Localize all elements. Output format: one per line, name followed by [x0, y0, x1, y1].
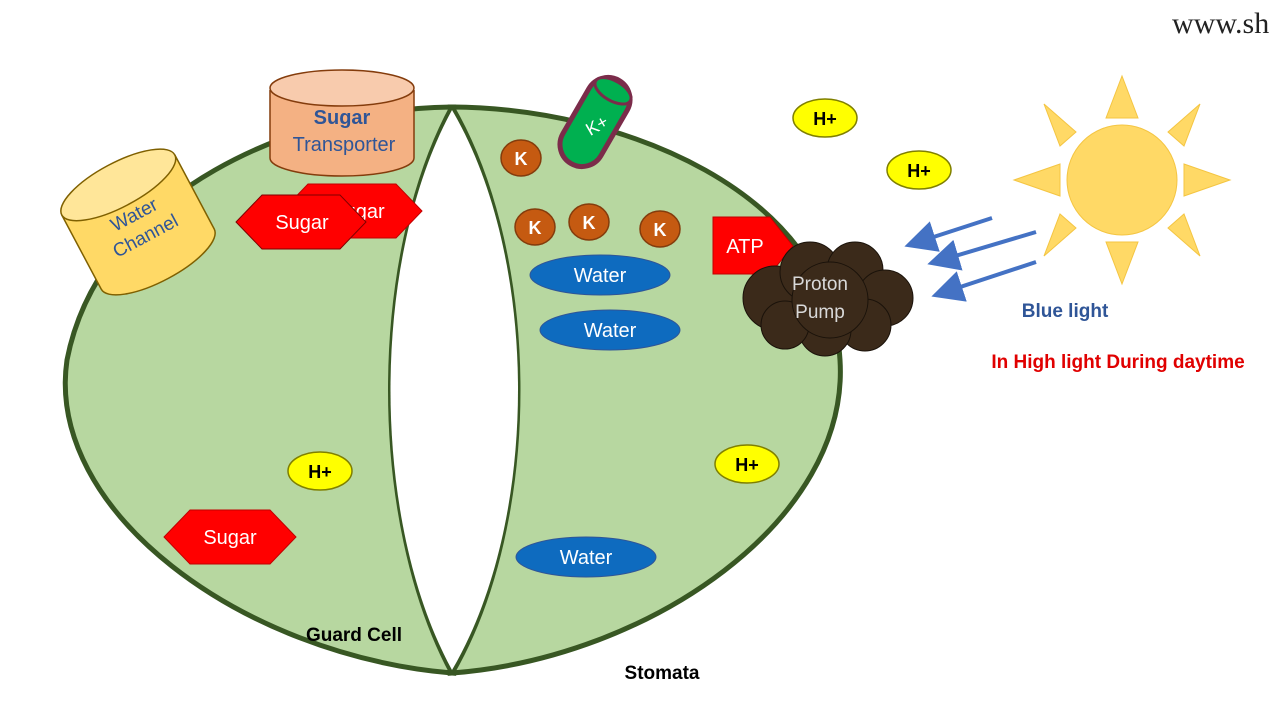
- sugar-label: Sugar: [203, 527, 257, 549]
- k-ion-label: K: [515, 149, 528, 169]
- stomatal-pore: [390, 110, 518, 670]
- sugar-transporter-label-line1: Sugar: [314, 107, 371, 129]
- proton-pump-label-line1: Proton: [792, 274, 848, 295]
- water-channel: Water Channel: [60, 148, 216, 296]
- water-molecule: Water: [515, 536, 657, 578]
- h-ion-label: H+: [308, 462, 332, 482]
- guard-cell-label: Guard Cell: [306, 625, 402, 646]
- stomata-label: Stomata: [625, 663, 700, 684]
- condition-label: In High light During daytime: [991, 352, 1244, 373]
- proton-pump: Proton Pump: [742, 241, 914, 357]
- atp-label: ATP: [726, 236, 763, 258]
- h-ion-label: H+: [907, 161, 931, 181]
- k-ion: K: [500, 139, 542, 177]
- sugar-molecule: Sugar: [235, 194, 367, 250]
- h-ion: H+: [714, 444, 780, 484]
- blue-light-label: Blue light: [1022, 301, 1109, 322]
- water-molecule: Water: [529, 254, 671, 296]
- h-ion-label: H+: [735, 455, 759, 475]
- arrow-icon: [931, 260, 1037, 302]
- k-ion-label: K: [654, 220, 667, 240]
- water-molecule: Water: [539, 309, 681, 351]
- h-ion-label: H+: [813, 109, 837, 129]
- sugar-transporter-label-line2: Transporter: [293, 134, 396, 156]
- blue-light-arrows: [904, 216, 1037, 302]
- k-ion-label: K: [529, 218, 542, 238]
- water-label: Water: [574, 265, 627, 287]
- arrow-icon: [904, 216, 993, 252]
- k-ion: K: [568, 203, 610, 241]
- h-ion: H+: [792, 98, 858, 138]
- water-label: Water: [584, 320, 637, 342]
- k-ion: K: [514, 208, 556, 246]
- atp-molecule: ATP: [712, 216, 794, 275]
- h-ion: H+: [886, 150, 952, 190]
- watermark-text: www.sh: [1172, 7, 1269, 40]
- k-channel: K+: [557, 74, 633, 170]
- k-ion: K: [639, 210, 681, 248]
- k-ion-label: K: [583, 213, 596, 233]
- arrow-icon: [927, 230, 1037, 271]
- water-label: Water: [560, 547, 613, 569]
- sugar-transporter: Sugar Transporter: [269, 69, 415, 177]
- proton-pump-label-line2: Pump: [795, 302, 845, 323]
- sugar-label: Sugar: [275, 212, 329, 234]
- sun-icon: [1012, 74, 1232, 286]
- sugar-molecule: Sugar: [163, 509, 297, 565]
- h-ion: H+: [287, 451, 353, 491]
